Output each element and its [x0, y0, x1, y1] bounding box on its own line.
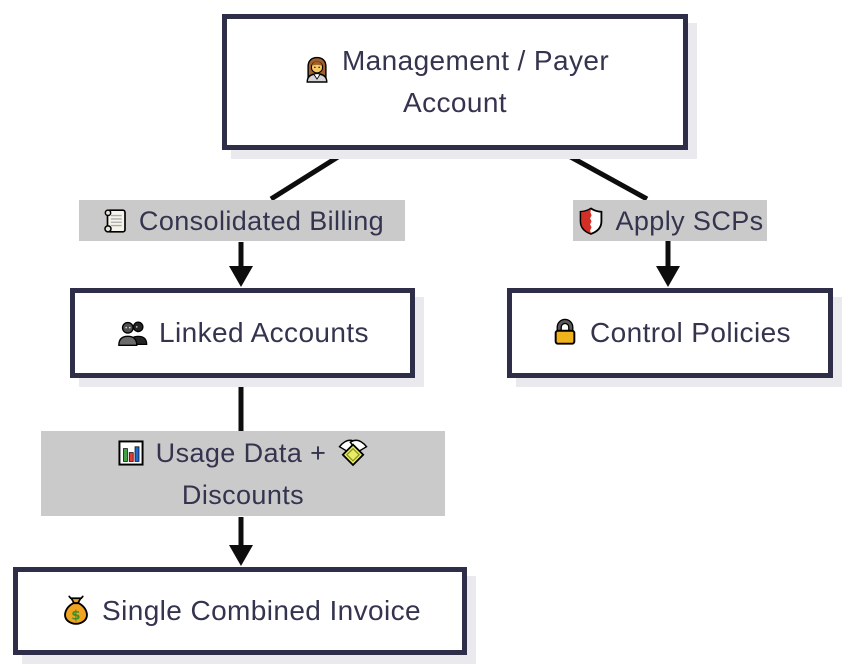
node-control-policies: Control Policies: [507, 288, 833, 378]
node-single-combined-invoice: $ Single Combined Invoice: [13, 567, 467, 655]
node-control-label: Control Policies: [590, 317, 791, 348]
edge-label-scps-content: Apply SCPs: [576, 200, 763, 242]
edge-label-usage-line2: Discounts: [182, 474, 304, 516]
edge-label-usage-text2: Discounts: [181, 479, 305, 510]
edge-label-apply-scps: Apply SCPs: [573, 200, 767, 241]
scroll-icon: [100, 206, 130, 236]
shield-icon: [576, 206, 606, 236]
node-linked-content: Linked Accounts: [116, 312, 369, 354]
svg-text:$: $: [71, 609, 81, 624]
bar-chart-icon: [115, 437, 147, 469]
arrowhead-scps: [656, 266, 680, 287]
edge-label-consolidated-content: Consolidated Billing: [100, 200, 384, 242]
node-linked-label: Linked Accounts: [159, 317, 369, 348]
edge-management-to-scps: [556, 147, 649, 202]
edge-label-consolidated-text: Consolidated Billing: [138, 205, 385, 236]
node-linked-accounts: Linked Accounts: [70, 288, 415, 378]
edge-label-usage-line1: Usage Data +: [115, 432, 372, 474]
arrowhead-usage: [229, 545, 253, 566]
node-invoice-label: Single Combined Invoice: [102, 595, 421, 626]
busts-in-silhouette-icon: [116, 316, 150, 350]
edge-management-to-consolidated: [269, 147, 351, 202]
node-management-content: Management / Payer Account: [259, 40, 651, 124]
node-management-payer-account: Management / Payer Account: [222, 14, 688, 150]
edge-label-consolidated-billing: Consolidated Billing: [79, 200, 405, 241]
businesswoman-icon: [301, 54, 333, 86]
lock-icon: [549, 317, 581, 349]
node-control-content: Control Policies: [549, 312, 791, 354]
edge-label-usage-discounts: Usage Data + Discounts: [41, 431, 445, 516]
node-management-label: Management / Payer Account: [341, 45, 610, 118]
arrowhead-consolidated: [229, 266, 253, 287]
edge-label-usage-text1: Usage Data +: [155, 437, 327, 468]
node-invoice-content: $ Single Combined Invoice: [59, 590, 421, 632]
money-bag-icon: $: [59, 594, 93, 628]
edge-label-scps-text: Apply SCPs: [615, 205, 764, 236]
money-with-wings-icon: [335, 435, 371, 471]
